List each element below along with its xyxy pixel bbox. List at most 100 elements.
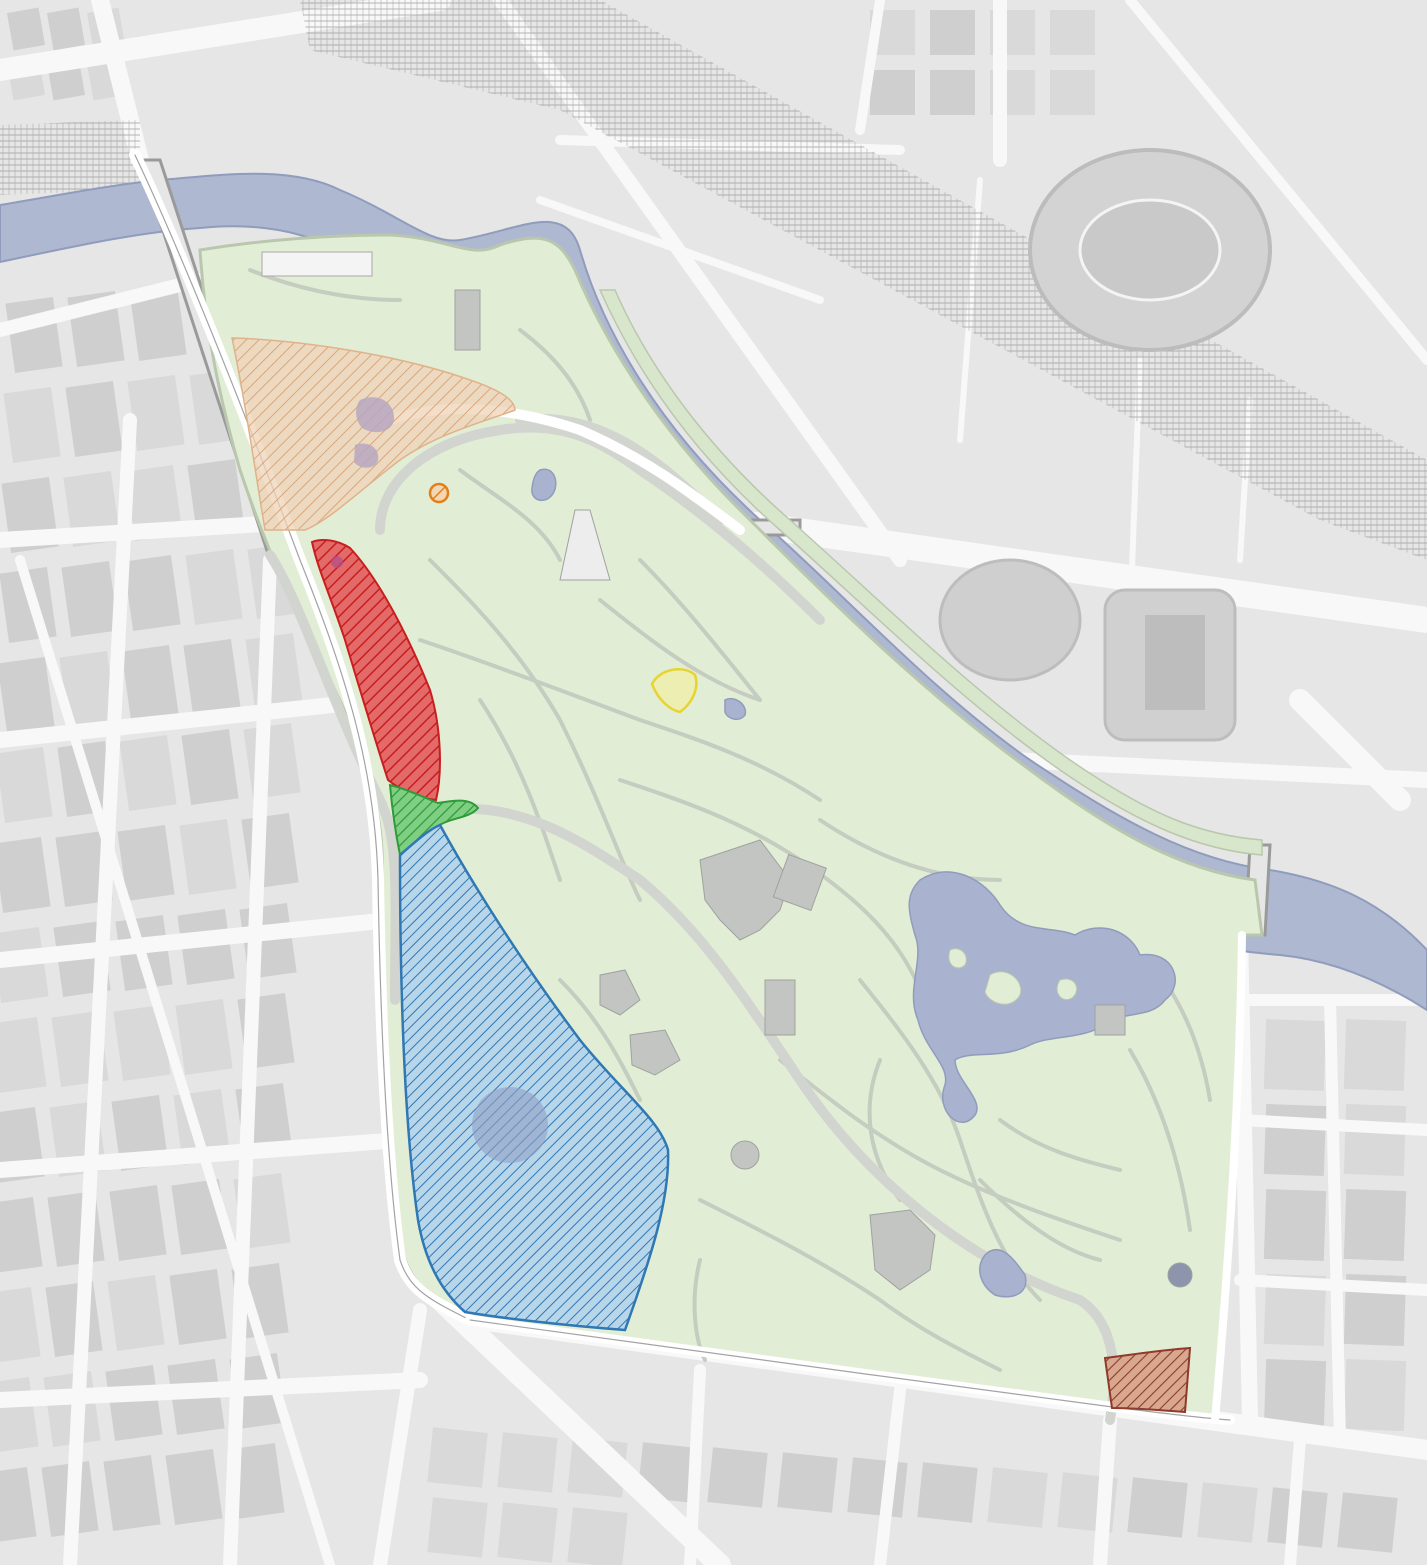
city-block — [1343, 1018, 1407, 1092]
southwest-zone — [398, 823, 670, 1332]
park-path — [458, 468, 562, 562]
building-complex — [599, 969, 641, 1016]
highway — [134, 154, 471, 1321]
city-block — [930, 10, 975, 55]
street — [223, 553, 277, 1565]
city-block — [0, 1017, 47, 1093]
city-block — [117, 825, 175, 901]
city-block — [45, 1281, 103, 1357]
city-block — [1263, 1018, 1327, 1092]
park-road — [375, 422, 825, 625]
street — [536, 196, 824, 304]
planning-zones — [231, 337, 1192, 1414]
railway-tracks — [300, 0, 1427, 560]
city-block — [175, 999, 233, 1075]
city-block — [243, 723, 301, 799]
southeast-corner-zone — [1103, 1346, 1192, 1414]
southwest-zone-structures — [472, 1087, 548, 1163]
city-block — [121, 645, 179, 721]
city-block — [46, 7, 86, 51]
highway — [1211, 931, 1246, 1424]
city-block — [427, 1427, 488, 1488]
lakes — [531, 468, 1176, 1298]
park-path — [998, 1118, 1122, 1172]
building-complex — [869, 1209, 936, 1291]
city-block — [1343, 1188, 1407, 1262]
north-zone — [231, 337, 516, 531]
city-block — [177, 909, 235, 985]
street — [707, 507, 1427, 633]
park-road — [435, 803, 1119, 1425]
street — [1284, 1434, 1306, 1565]
city-block — [103, 1455, 161, 1531]
street — [419, 1279, 731, 1565]
city-block — [1343, 1103, 1407, 1177]
street — [1093, 1413, 1117, 1565]
main-lake — [908, 871, 1176, 1123]
city-block — [1197, 1482, 1258, 1543]
park-buildings — [454, 289, 1193, 1291]
lake-island — [948, 948, 967, 969]
park-path — [818, 818, 1002, 882]
city-blocks — [0, 7, 1407, 1565]
orange-circle-marker-slash — [432, 486, 446, 500]
city-block — [0, 837, 51, 913]
city-block — [181, 729, 239, 805]
street — [855, 0, 885, 135]
city-block — [47, 1191, 105, 1267]
city-block — [1263, 1188, 1327, 1262]
city-block — [987, 1467, 1048, 1528]
city-block — [55, 831, 113, 907]
city-block — [1050, 10, 1095, 55]
city-block — [59, 651, 117, 727]
city-block — [107, 1275, 165, 1351]
highway — [469, 1319, 1231, 1421]
city-block — [777, 1452, 838, 1513]
city-block — [567, 1507, 628, 1565]
west-strip-zone-marker — [331, 556, 343, 568]
city-block — [123, 555, 181, 631]
building — [764, 979, 796, 1036]
riverside-green-strip — [598, 289, 1263, 856]
city-block — [6, 7, 46, 51]
lake-island — [984, 971, 1022, 1005]
yellow-outline-marker — [650, 667, 698, 714]
street — [373, 1303, 427, 1565]
railway-corridor — [0, 0, 1427, 560]
city-block — [65, 381, 123, 457]
park-path — [698, 1198, 1002, 1372]
city-block — [1343, 1358, 1407, 1432]
city-block — [0, 1287, 41, 1363]
street — [1125, 0, 1427, 365]
city-block — [497, 1502, 558, 1563]
street — [874, 1384, 906, 1565]
small-lake — [724, 698, 747, 720]
building-cone — [559, 509, 611, 581]
street — [15, 555, 335, 1565]
building-complex — [629, 1029, 681, 1076]
city-block — [497, 1432, 558, 1493]
city-block — [113, 1005, 171, 1081]
small-lake — [979, 1248, 1027, 1298]
city-block — [183, 639, 241, 715]
city-block — [227, 1443, 285, 1519]
street — [0, 912, 398, 968]
city-block — [930, 70, 975, 115]
city-block — [187, 459, 245, 535]
stadiums — [938, 148, 1272, 742]
city-block — [847, 1457, 908, 1518]
junction-zone — [388, 783, 480, 857]
city-block — [0, 657, 55, 733]
building — [1094, 1004, 1126, 1036]
city-block — [1263, 1358, 1327, 1432]
north-zone-plaza — [354, 443, 379, 468]
city-block — [109, 1185, 167, 1261]
railway-tracks — [0, 120, 140, 195]
point-markers — [428, 482, 698, 714]
park-path — [638, 558, 762, 702]
city-block — [127, 375, 185, 451]
city-block — [129, 285, 187, 361]
street — [1234, 1274, 1427, 1296]
street — [1002, 752, 1427, 788]
